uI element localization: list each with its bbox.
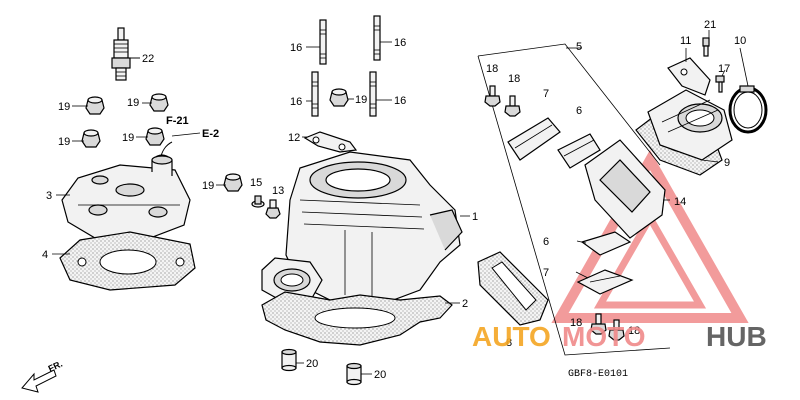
bolt-17: [715, 75, 725, 93]
callout-2: 2: [462, 298, 468, 310]
stud-16-a: [319, 19, 327, 65]
callout-1: 1: [472, 211, 478, 223]
leader-lines: [52, 30, 749, 375]
cable-clamp: [303, 131, 358, 153]
reed-petal-7-lower: [576, 269, 634, 295]
callout-22: 22: [142, 53, 154, 65]
nut-19-c: [81, 129, 101, 148]
nut-19-e: [329, 88, 349, 107]
ref-electrical: E-2: [202, 128, 219, 140]
callout-6-b: 6: [543, 236, 549, 248]
bolt-18-a: [484, 85, 501, 107]
callout-14: 14: [674, 196, 686, 208]
callout-4: 4: [42, 249, 48, 261]
drawing-code: GBF8-E0101: [568, 369, 628, 380]
bolt-18-b: [504, 95, 521, 117]
front-marker: FR.: [21, 359, 64, 393]
callout-15: 15: [250, 177, 262, 189]
callout-16-d: 16: [394, 95, 406, 107]
callout-18-b: 18: [508, 73, 520, 85]
callout-20-a: 20: [306, 358, 318, 370]
callout-16-c: 16: [290, 96, 302, 108]
callout-16-b: 16: [394, 37, 406, 49]
callout-19-c: 19: [58, 136, 70, 148]
ref-frame: F-21: [166, 115, 189, 127]
watermark-word-hub: HUB: [706, 321, 767, 352]
bolt-18-c: [590, 313, 607, 335]
callout-18-a: 18: [486, 63, 498, 75]
watermark-word-moto: MOTO: [562, 321, 645, 352]
nut-19-b: [149, 93, 169, 112]
stud-16-c: [311, 71, 319, 117]
cylinder: [261, 151, 463, 306]
callout-10: 10: [734, 35, 746, 47]
watermark-word-auto: AUTO: [472, 321, 551, 352]
callout-labels: 22 19 19 19 19 F-21 E-2 3 4 16 16 16 16 …: [42, 19, 746, 381]
spark-plug: [111, 27, 140, 81]
front-label: FR.: [47, 359, 64, 374]
group-bracket-bottom: [477, 55, 671, 356]
dowel-pin-a: [281, 348, 297, 372]
callout-9: 9: [724, 157, 730, 169]
callout-8: 8: [506, 337, 512, 349]
callout-6-a: 6: [576, 105, 582, 117]
stud-16-d: [369, 71, 377, 117]
callout-19-e: 19: [355, 94, 367, 106]
mount-bracket: [667, 57, 711, 96]
callout-19-a: 19: [58, 101, 70, 113]
callout-5: 5: [576, 41, 582, 53]
nut-19-f: [223, 173, 243, 192]
washer-15: [251, 195, 265, 208]
reed-stopper-6-upper: [557, 133, 601, 169]
cylinder-head: [61, 154, 191, 239]
dowel-pin-b: [346, 362, 362, 386]
callout-12: 12: [288, 132, 300, 144]
callout-13: 13: [272, 185, 284, 197]
intake-insulator: [647, 89, 733, 161]
stud-16-b: [373, 15, 381, 61]
hose-clamp: [728, 85, 768, 134]
front-arrow-icon: [21, 369, 57, 393]
nut-19-d: [145, 127, 165, 146]
reed-valve-cage: [584, 139, 666, 239]
callout-21: 21: [704, 19, 716, 31]
callout-16-a: 16: [290, 42, 302, 54]
cylinder-gasket: [261, 291, 453, 346]
reed-stopper-6-lower: [580, 231, 632, 256]
bolt-18-d: [608, 319, 625, 341]
callout-3: 3: [46, 190, 52, 202]
callout-19-f: 19: [202, 180, 214, 192]
callout-19-b: 19: [127, 97, 139, 109]
callout-17: 17: [718, 63, 730, 75]
callout-7-b: 7: [543, 267, 549, 279]
head-gasket: [59, 231, 196, 291]
bolt-13: [265, 199, 281, 219]
bolt-21: [702, 37, 710, 57]
reed-gasket: [477, 251, 549, 326]
watermark-text: AUTO MOTO HUB: [472, 321, 767, 352]
callout-18-d: 18: [628, 325, 640, 337]
nut-19-a: [85, 96, 105, 115]
reed-petal-7-upper: [507, 117, 561, 161]
watermark-triangle-inner: [593, 210, 707, 309]
group-bracket-top: [477, 43, 661, 166]
callout-18-c: 18: [570, 317, 582, 329]
callout-19-d: 19: [122, 132, 134, 144]
callout-11: 11: [680, 35, 691, 47]
callout-20-b: 20: [374, 369, 386, 381]
callout-7-a: 7: [543, 88, 549, 100]
